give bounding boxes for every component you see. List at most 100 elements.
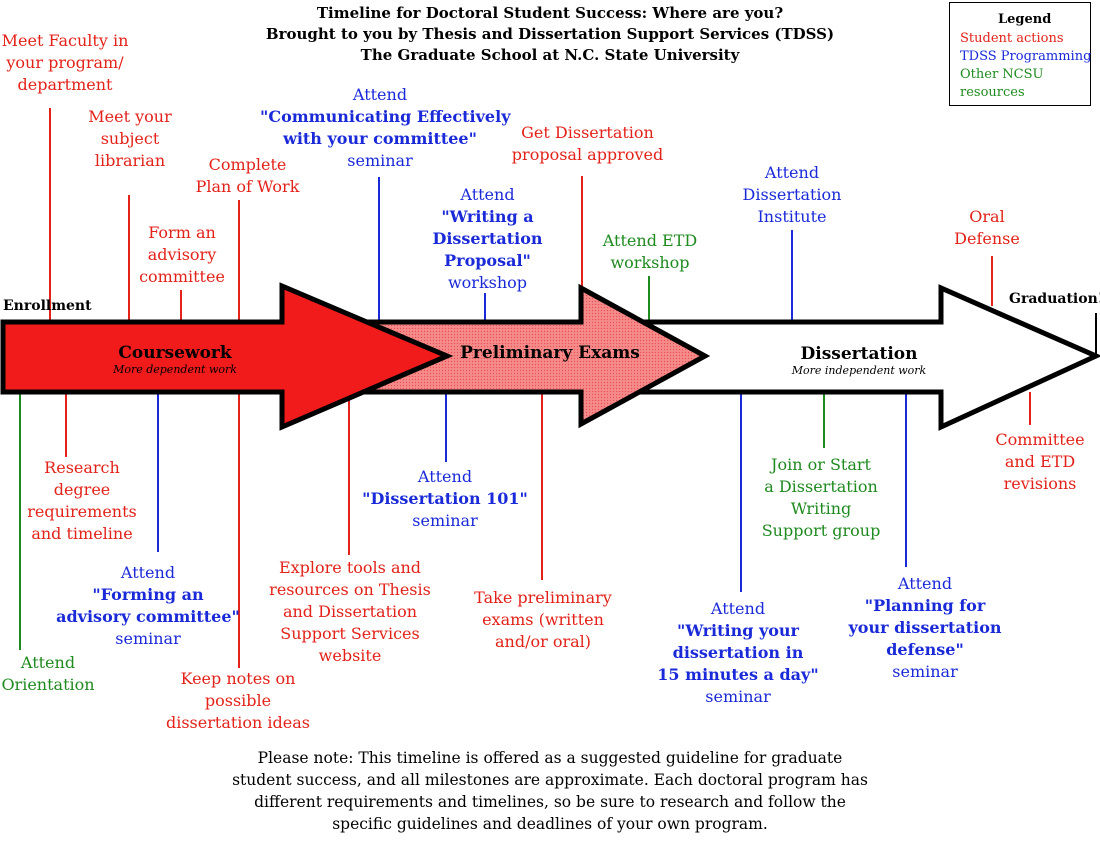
milestone-line: "Writing a <box>441 207 534 226</box>
milestone-line: Plan of Work <box>195 177 300 196</box>
milestone-line: and timeline <box>31 524 133 543</box>
milestone-line: requirements <box>27 502 137 521</box>
milestone-line: Attend <box>764 163 820 182</box>
milestone-line: Dissertation <box>742 185 842 204</box>
title-line-3: The Graduate School at N.C. State Univer… <box>360 46 740 64</box>
title-line-1: Timeline for Doctoral Student Success: W… <box>316 4 784 22</box>
milestone-line: department <box>17 75 113 94</box>
milestone-line: defense" <box>886 640 964 659</box>
milestone-dissertation-101: Attend "Dissertation 101" seminar <box>360 466 530 532</box>
milestone-line: "Forming an <box>92 585 204 604</box>
milestone-line: your program/ <box>6 53 124 72</box>
milestone-line: 15 minutes a day" <box>657 665 819 684</box>
legend-tdss-programming: TDSS Programming <box>960 49 1092 64</box>
milestone-line: Attend <box>120 563 176 582</box>
milestone-line: advisory committee" <box>56 607 240 626</box>
enrollment-label: Enrollment <box>3 298 92 314</box>
milestone-line: Complete <box>208 155 287 174</box>
milestone-line: workshop <box>610 253 690 272</box>
milestone-line: Attend <box>417 467 473 486</box>
milestone-line: Attend <box>20 653 76 672</box>
graduation-label: Graduation! <box>1009 291 1100 307</box>
milestone-line: with your committee" <box>283 129 477 148</box>
milestone-line: committee <box>139 267 225 286</box>
stage-dissertation-name: Dissertation <box>800 344 918 364</box>
milestone-line: Orientation <box>1 675 95 694</box>
milestone-line: Research <box>44 458 120 477</box>
footnote: Please note: This timeline is offered as… <box>180 747 920 835</box>
milestone-line: librarian <box>94 151 166 170</box>
milestone-line: proposal approved <box>511 145 664 164</box>
footnote-line-1: Please note: This timeline is offered as… <box>257 749 843 767</box>
footnote-line-3: different requirements and timelines, so… <box>254 793 846 811</box>
milestone-line: Defense <box>954 229 1020 248</box>
milestone-proposal-approved: Get Dissertation proposal approved <box>505 122 670 166</box>
stage-coursework-sub: More dependent work <box>113 363 237 376</box>
legend-box: Legend Student actions TDSS Programming … <box>949 2 1091 106</box>
milestone-line: Support Services <box>280 624 420 643</box>
milestone-line: Oral <box>969 207 1005 226</box>
arrow-coursework <box>0 282 454 431</box>
milestone-line: seminar <box>412 511 478 530</box>
milestone-line: revisions <box>1003 474 1077 493</box>
milestone-line: seminar <box>115 629 181 648</box>
stage-dissertation-sub: More independent work <box>791 364 927 377</box>
milestone-line: Writing <box>790 499 852 518</box>
milestone-line: seminar <box>892 662 958 681</box>
milestone-line: Attend <box>352 85 408 104</box>
milestone-line: Committee <box>995 430 1085 449</box>
milestone-line: seminar <box>347 151 413 170</box>
milestone-planning-defense: Attend "Planning for your dissertation defe… <box>840 573 1010 683</box>
milestone-line: Support group <box>761 521 881 540</box>
milestone-line: Take preliminary <box>474 588 612 607</box>
milestone-line: subject <box>100 129 160 148</box>
milestone-line: possible <box>204 691 272 710</box>
arrow-preliminary-exams <box>357 283 711 429</box>
title-line-2: Brought to you by Thesis and Dissertatio… <box>265 25 835 43</box>
milestone-line: Join or Start <box>771 455 871 474</box>
milestone-line: and ETD <box>1004 452 1076 471</box>
legend-title: Legend <box>998 12 1052 27</box>
milestone-communicating-seminar: Attend "Communicating Effectively with you… <box>260 84 511 172</box>
milestone-line: your dissertation <box>848 618 1002 637</box>
milestone-line: resources on Thesis <box>269 580 431 599</box>
milestone-line: Institute <box>757 207 827 226</box>
milestone-line: Attend ETD <box>602 231 698 250</box>
footnote-line-4: specific guidelines and deadlines of you… <box>332 815 768 833</box>
milestone-line: "Communicating Effectively <box>260 107 511 126</box>
milestone-etd-workshop: Attend ETD workshop <box>595 230 705 274</box>
milestone-line: website <box>318 646 382 665</box>
milestone-line: "Writing your <box>677 621 799 640</box>
milestone-committee-revisions: Committee and ETD revisions <box>990 429 1090 495</box>
milestone-line: seminar <box>705 687 771 706</box>
milestone-research-degree: Research degree requirements and timeline <box>22 457 142 545</box>
milestone-prelim-exams: Take preliminary exams (written and/or ora… <box>463 587 623 653</box>
milestone-line: and/or oral) <box>494 632 592 651</box>
stage-coursework-name: Coursework <box>118 343 232 363</box>
milestone-line: "Planning for <box>864 596 986 615</box>
footnote-line-2: student success, and all milestones are … <box>232 771 868 789</box>
milestone-line: Attend <box>897 574 953 593</box>
milestone-line: and Dissertation <box>282 602 418 621</box>
milestone-line: Dissertation <box>432 229 543 248</box>
milestone-line: Get Dissertation <box>521 123 654 142</box>
milestone-line: exams (written <box>482 610 604 629</box>
milestone-line: Keep notes on <box>180 669 296 688</box>
milestone-line: Attend <box>710 599 766 618</box>
milestone-line: degree <box>53 480 111 499</box>
milestone-forming-seminar: Attend "Forming an advisory committee" semi… <box>48 562 248 650</box>
milestone-line: workshop <box>447 273 528 292</box>
milestone-line: "Dissertation 101" <box>362 489 528 508</box>
stage-dissertation: Dissertation More independent work <box>759 344 959 377</box>
